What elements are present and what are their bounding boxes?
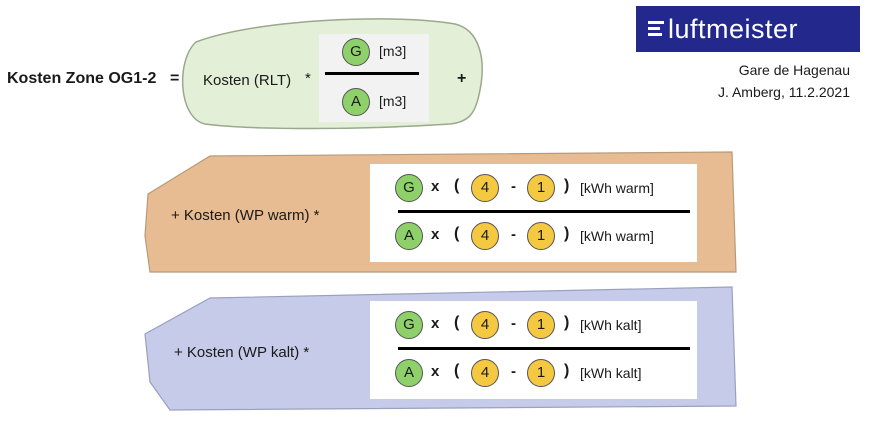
warm-num-close: ) <box>564 177 570 194</box>
warm-fraction-line <box>398 210 690 213</box>
warm-den-open: ( <box>454 225 460 242</box>
kalt-den-close: ) <box>564 362 570 379</box>
kalt-den-circle-1: 1 <box>527 359 555 387</box>
kalt-den-circle-a: A <box>395 359 423 387</box>
rlt-fraction-line <box>325 72 419 75</box>
kalt-fraction: G x ( 4 - 1 ) [kWh kalt] A x ( 4 - 1 ) [… <box>370 301 697 399</box>
kalt-den-unit: [kWh kalt] <box>580 365 642 381</box>
kalt-label: + Kosten (WP kalt) * <box>174 344 310 361</box>
kalt-num-close: ) <box>564 314 570 331</box>
logo-mark-icon <box>648 21 664 37</box>
kalt-num-circle-4: 4 <box>471 311 499 339</box>
rlt-fraction: G [m3] A [m3] <box>319 34 429 122</box>
warm-den-unit: [kWh warm] <box>580 228 654 244</box>
kalt-num-circle-1: 1 <box>527 311 555 339</box>
warm-num-circle-1: 1 <box>527 174 555 202</box>
kalt-num-minus: - <box>511 315 516 332</box>
rlt-den-circle: A <box>342 88 370 116</box>
warm-fraction: G x ( 4 - 1 ) [kWh warm] A x ( 4 - 1 ) [… <box>370 164 697 262</box>
warm-den-circle-a: A <box>395 222 423 250</box>
rlt-den-unit: [m3] <box>379 93 407 109</box>
warm-num-circle-4: 4 <box>471 174 499 202</box>
kalt-fraction-line <box>398 347 690 350</box>
kalt-num-x: x <box>431 315 440 332</box>
equals-sign: = <box>170 70 180 87</box>
warm-den-circle-4: 4 <box>471 222 499 250</box>
warm-num-x: x <box>431 178 440 195</box>
warm-den-circle-1: 1 <box>527 222 555 250</box>
page-title: Kosten Zone OG1-2 <box>7 70 157 87</box>
location-text: Gare de Hagenau <box>738 62 850 78</box>
warm-label: + Kosten (WP warm) * <box>171 207 320 224</box>
warm-den-close: ) <box>564 225 570 242</box>
kalt-den-x: x <box>431 363 440 380</box>
rlt-times: * <box>305 70 311 87</box>
kalt-den-minus: - <box>511 363 516 380</box>
rlt-num-unit: [m3] <box>379 43 407 59</box>
warm-den-minus: - <box>511 226 516 243</box>
rlt-label: Kosten (RLT) <box>203 72 292 89</box>
warm-num-circle-g: G <box>395 174 423 202</box>
author-date-text: J. Amberg, 11.2.2021 <box>717 84 850 100</box>
warm-den-x: x <box>431 226 440 243</box>
warm-num-open: ( <box>454 177 460 194</box>
plus-sign: + <box>457 70 467 87</box>
logo-text: luftmeister <box>668 14 799 44</box>
rlt-num-circle: G <box>342 38 370 66</box>
kalt-num-open: ( <box>454 314 460 331</box>
kalt-den-circle-4: 4 <box>471 359 499 387</box>
kalt-num-circle-g: G <box>395 311 423 339</box>
kalt-den-open: ( <box>454 362 460 379</box>
warm-num-minus: - <box>511 178 516 195</box>
kalt-num-unit: [kWh kalt] <box>580 317 642 333</box>
warm-num-unit: [kWh warm] <box>580 180 654 196</box>
luftmeister-logo: luftmeister <box>636 6 860 52</box>
